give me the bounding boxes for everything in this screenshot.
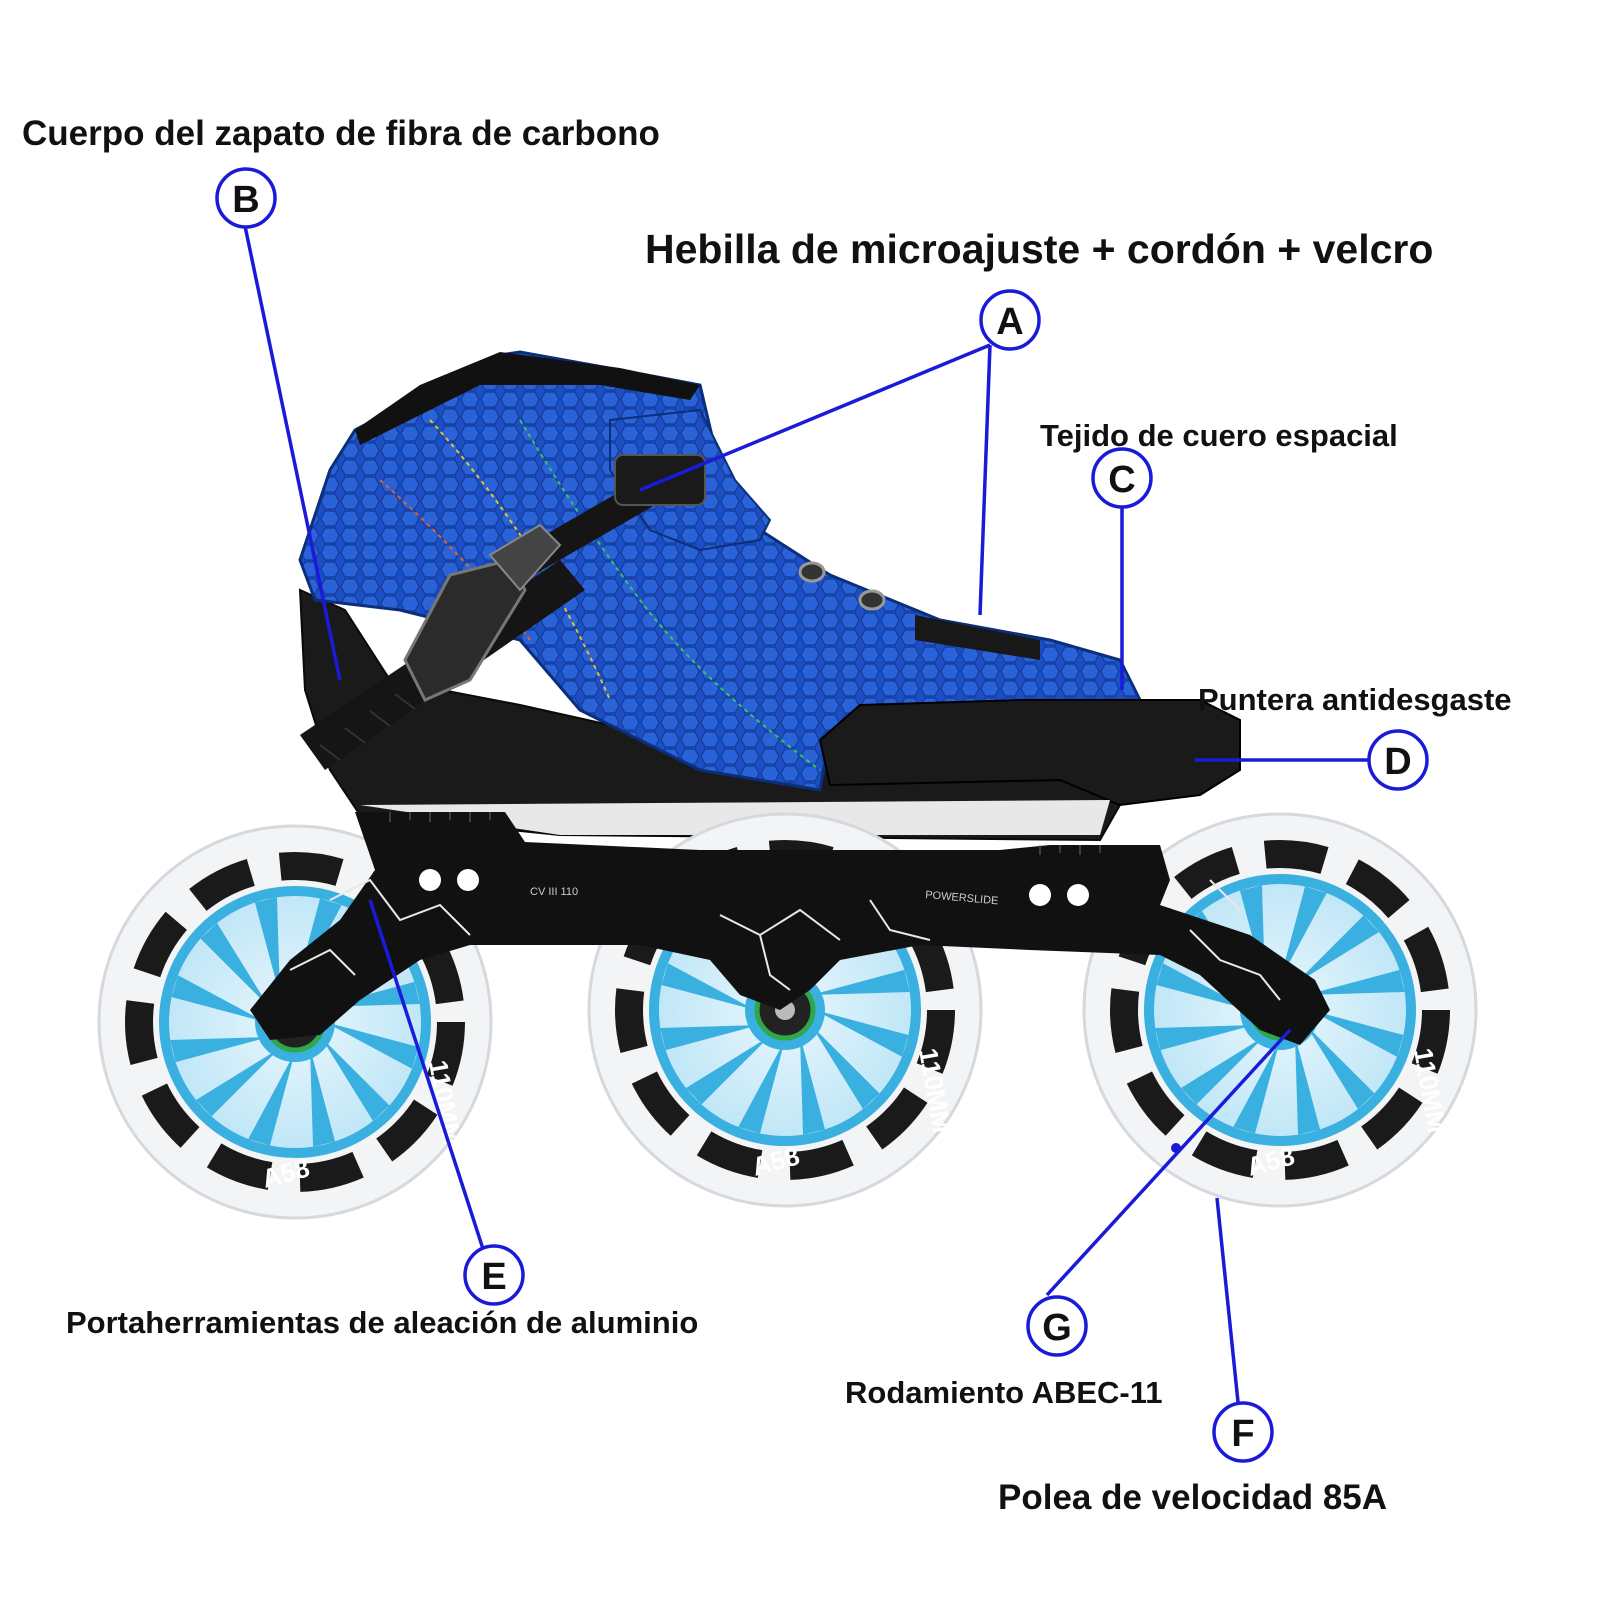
svg-text:C: C [1108, 459, 1135, 501]
svg-text:B: B [232, 179, 259, 221]
leader-g [1045, 1028, 1292, 1297]
label-f-wheel: Polea de velocidad 85A [998, 1478, 1388, 1517]
leader-b [243, 225, 342, 681]
svg-text:G: G [1042, 1307, 1072, 1349]
label-g-bearing: Rodamiento ABEC-11 [845, 1375, 1163, 1410]
callout-f: F [1212, 1401, 1274, 1463]
leader-e [368, 899, 486, 1253]
label-b-carbon-body: Cuerpo del zapato de fibra de carbono [22, 114, 660, 153]
leader-lines [243, 225, 1370, 1403]
svg-text:E: E [481, 1256, 506, 1298]
callout-e: E [463, 1244, 525, 1306]
label-d-toecap: Puntera antidesgaste [1198, 682, 1512, 717]
leader-a-velcro [978, 344, 992, 616]
callout-g: G [1026, 1295, 1088, 1357]
callout-b: B [215, 167, 277, 229]
label-c-leather: Tejido de cuero espacial [1040, 418, 1398, 453]
callout-c: C [1091, 447, 1153, 509]
callout-d: D [1367, 729, 1429, 791]
callout-a: A [979, 289, 1041, 351]
aluminum-frame: POWERSLIDE CV III 110 [250, 812, 1330, 1045]
label-e-frame: Portaherramientas de aleación de alumini… [66, 1305, 699, 1340]
frame-model: CV III 110 [530, 886, 578, 898]
svg-text:F: F [1231, 1413, 1254, 1455]
label-a-buckle: Hebilla de microajuste + cordón + velcro [645, 226, 1434, 272]
boot [298, 350, 1241, 842]
leader-a-buckle [639, 343, 991, 492]
leader-f [1215, 1197, 1240, 1403]
svg-text:D: D [1384, 741, 1411, 783]
svg-text:A: A [996, 301, 1023, 343]
